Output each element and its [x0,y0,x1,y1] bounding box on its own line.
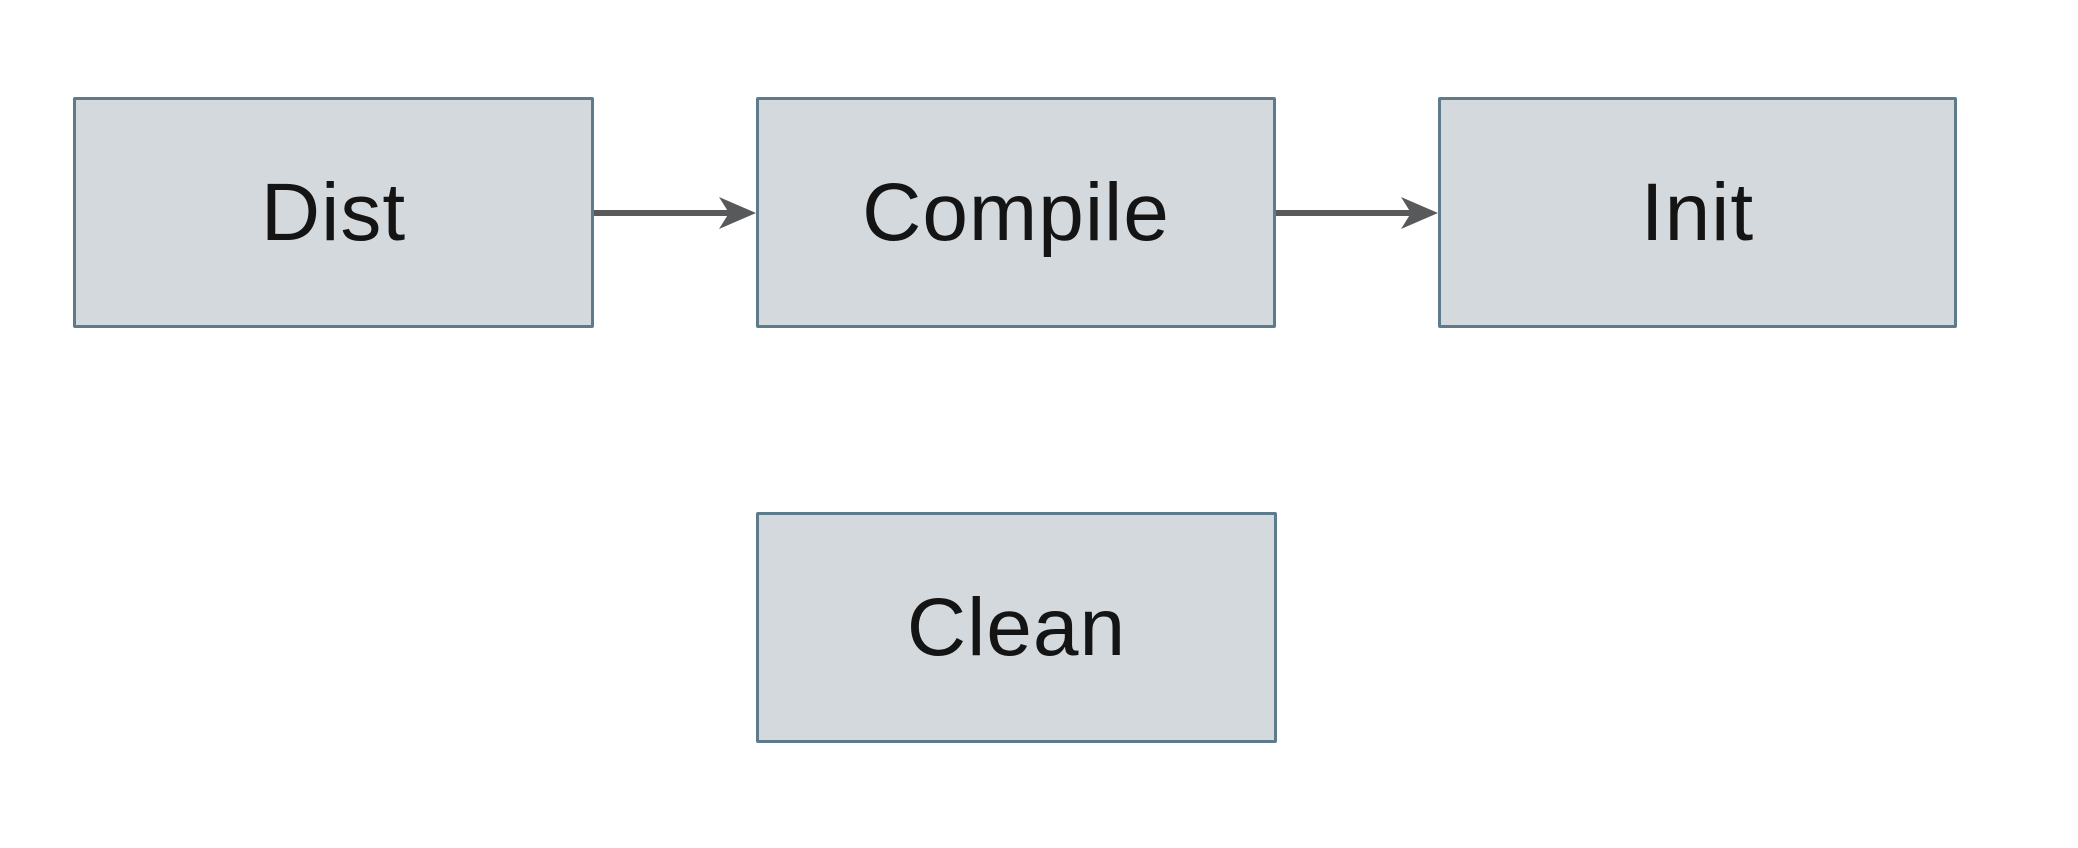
node-clean[interactable]: Clean [756,512,1277,743]
node-init[interactable]: Init [1438,97,1957,328]
node-init-label: Init [1640,166,1755,258]
arrow-compile-to-init[interactable] [1276,197,1438,229]
node-dist[interactable]: Dist [73,97,594,328]
node-compile[interactable]: Compile [756,97,1276,328]
node-dist-label: Dist [260,166,407,258]
node-compile-label: Compile [862,166,1170,258]
node-clean-label: Clean [906,581,1127,673]
arrow-dist-to-compile[interactable] [594,197,756,229]
